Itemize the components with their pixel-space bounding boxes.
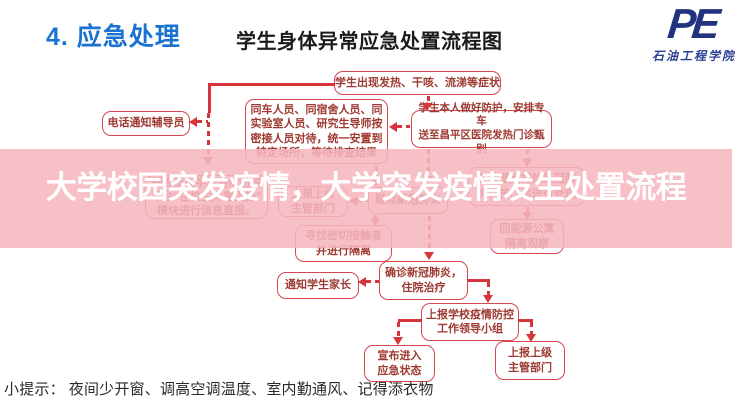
node-confirmed-covid: 确诊新冠肺炎， 住院治疗 [379,261,468,300]
arrow-group-emergency-line [397,322,400,338]
arrow-confirmed-group-h [467,279,490,282]
arrow-group-emergency-h [398,319,422,322]
watermark-band: 大学校园突发疫情，大学突发疫情发生处置流程 [0,149,732,248]
node-leading-group: 上报学校疫情防控 工作领导小组 [421,303,519,341]
arrow-confirmed-group-line [487,282,490,296]
arrow-phone-counselor-line [197,120,208,123]
arrow-notify-parents-line [366,280,379,283]
pe-logo-mark: PE [665,0,719,47]
watermark-text: 大学校园突发疫情，大学突发疫情发生处置流程 [45,170,687,205]
node-report-superior-final: 上报上级 主管部门 [495,341,565,380]
arrow-contacts-head [389,122,397,132]
arrow-to-direct-report-line [207,113,210,158]
arrow-symptom-hospital-head [422,103,432,111]
arrow-phone-counselor-head [189,117,197,127]
node-emergency-state: 宣布进入 应急状态 [364,345,435,382]
arrow-symptom-hospital-line [427,96,430,104]
arrow-group-emergency-head [393,337,403,345]
arrow-group-report-head [526,334,536,342]
pe-logo: PE 石油工程学院 [652,0,735,64]
arrow-symptom-elbow-v [208,83,211,113]
node-symptom-onset: 学生出现发热、干咳、流涕等症状 [334,71,501,95]
node-hospital-screening: 学生本人做好防护，安排专车 送至昌平区医院发热门诊甄别 [411,102,552,155]
arrow-contacts-line [397,125,410,128]
tip-text: 小提示： 夜间少开窗、调高空调温度、室内勤通风、记得添衣物 [4,382,434,398]
arrow-confirmed-group-head [483,295,493,303]
arrow-group-report-h [518,319,533,322]
node-phone-counselor: 电话通知辅导员 [102,111,190,136]
section-heading: 4. 应急处理 [46,23,181,51]
flowchart-title: 学生身体异常应急处置流程图 [236,31,503,53]
arrow-notify-parents-head [358,277,366,287]
arrow-group-report-line [530,322,533,335]
pe-logo-caption: 石油工程学院 [652,49,735,64]
arrow-suspected-confirmed-head [424,252,434,260]
arrow-symptom-elbow-h [209,83,335,86]
node-notify-parents: 通知学生家长 [277,272,359,299]
